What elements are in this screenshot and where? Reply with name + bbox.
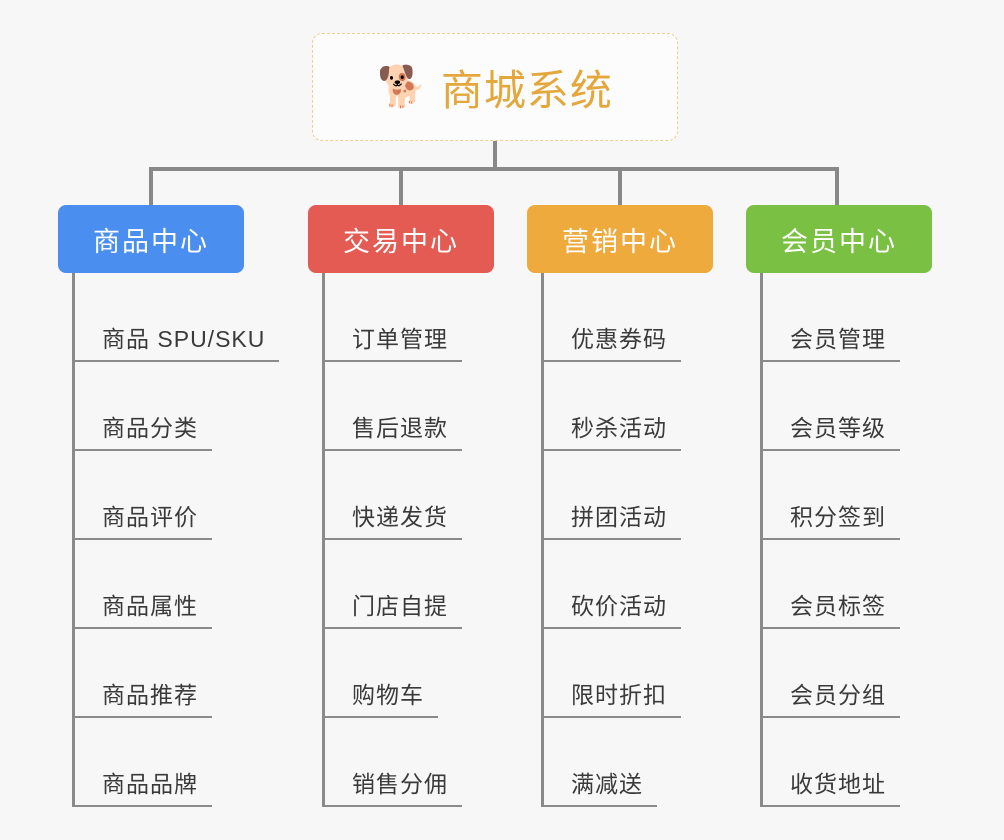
category-header-label: 商品中心 [93, 226, 209, 257]
leaf-label: 优惠券码 [571, 326, 667, 352]
leaf-label: 商品品牌 [102, 771, 198, 797]
list-item[interactable]: 购物车 [308, 629, 494, 718]
list-item[interactable]: 快递发货 [308, 451, 494, 540]
leaf-label: 门店自提 [352, 593, 448, 619]
list-item[interactable]: 商品推荐 [58, 629, 244, 718]
category-header-label: 营销中心 [562, 226, 678, 257]
leaf-group-trade: 订单管理 售后退款 快递发货 门店自提 购物车 销售分佣 [308, 273, 494, 807]
leaf-label: 拼团活动 [571, 504, 667, 530]
category-header-product[interactable]: 商品中心 [58, 205, 244, 273]
leaf-label: 收货地址 [790, 771, 886, 797]
shiba-dog-face-icon: 🐕 [377, 65, 427, 109]
leaf-label: 购物车 [352, 682, 424, 708]
leaf-label: 会员分组 [790, 682, 886, 708]
branch-column-member: 会员中心 会员管理 会员等级 积分签到 会员标签 会员分组 [746, 205, 932, 807]
leaf-label: 砍价活动 [571, 593, 667, 619]
category-header-label: 会员中心 [781, 226, 897, 257]
list-item[interactable]: 门店自提 [308, 540, 494, 629]
leaf-label: 商品推荐 [102, 682, 198, 708]
branch-column-trade: 交易中心 订单管理 售后退款 快递发货 门店自提 购物车 [308, 205, 494, 807]
leaf-label: 商品评价 [102, 504, 198, 530]
list-item[interactable]: 会员等级 [746, 362, 932, 451]
list-item[interactable]: 商品分类 [58, 362, 244, 451]
list-item[interactable]: 秒杀活动 [527, 362, 713, 451]
leaf-label: 商品 SPU/SKU [102, 326, 266, 352]
list-item[interactable]: 优惠券码 [527, 273, 713, 362]
leaf-label: 订单管理 [352, 326, 448, 352]
list-item[interactable]: 限时折扣 [527, 629, 713, 718]
category-header-marketing[interactable]: 营销中心 [527, 205, 713, 273]
list-item[interactable]: 商品属性 [58, 540, 244, 629]
branch-spine [322, 273, 325, 807]
leaf-group-marketing: 优惠券码 秒杀活动 拼团活动 砍价活动 限时折扣 满减送 [527, 273, 713, 807]
category-header-label: 交易中心 [343, 226, 459, 257]
leaf-label: 满减送 [571, 771, 643, 797]
list-item[interactable]: 会员标签 [746, 540, 932, 629]
leaf-label: 会员管理 [790, 326, 886, 352]
branch-spine [760, 273, 763, 807]
list-item[interactable]: 商品评价 [58, 451, 244, 540]
list-item[interactable]: 售后退款 [308, 362, 494, 451]
list-item[interactable]: 订单管理 [308, 273, 494, 362]
branch-column-product: 商品中心 商品 SPU/SKU 商品分类 商品评价 商品属性 商品推荐 [58, 205, 280, 807]
leaf-label: 秒杀活动 [571, 415, 667, 441]
leaf-label: 限时折扣 [571, 682, 667, 708]
branch-spine [72, 273, 75, 807]
category-header-member[interactable]: 会员中心 [746, 205, 932, 273]
list-item[interactable]: 商品品牌 [58, 718, 244, 807]
leaf-group-member: 会员管理 会员等级 积分签到 会员标签 会员分组 收货地址 [746, 273, 932, 807]
leaf-label: 积分签到 [790, 504, 886, 530]
branch-column-marketing: 营销中心 优惠券码 秒杀活动 拼团活动 砍价活动 限时折扣 [527, 205, 713, 807]
leaf-label: 商品属性 [102, 593, 198, 619]
drop-connector-1 [149, 167, 153, 207]
list-item[interactable]: 砍价活动 [527, 540, 713, 629]
leaf-label: 快递发货 [352, 504, 448, 530]
list-item[interactable]: 会员分组 [746, 629, 932, 718]
drop-connector-2 [399, 167, 403, 207]
list-item[interactable]: 商品 SPU/SKU [58, 273, 280, 362]
list-item[interactable]: 收货地址 [746, 718, 932, 807]
list-item[interactable]: 积分签到 [746, 451, 932, 540]
leaf-label: 售后退款 [352, 415, 448, 441]
drop-connector-4 [835, 167, 839, 207]
branch-spine [541, 273, 544, 807]
list-item[interactable]: 满减送 [527, 718, 713, 807]
leaf-label: 商品分类 [102, 415, 198, 441]
category-header-trade[interactable]: 交易中心 [308, 205, 494, 273]
horizontal-bus-connector [149, 167, 839, 171]
leaf-label: 会员等级 [790, 415, 886, 441]
drop-connector-3 [618, 167, 622, 207]
list-item[interactable]: 会员管理 [746, 273, 932, 362]
leaf-label: 销售分佣 [352, 771, 448, 797]
leaf-group-product: 商品 SPU/SKU 商品分类 商品评价 商品属性 商品推荐 商品品牌 [58, 273, 280, 807]
root-title: 商城系统 [440, 66, 613, 114]
list-item[interactable]: 销售分佣 [308, 718, 494, 807]
list-item[interactable]: 拼团活动 [527, 451, 713, 540]
root-node[interactable]: 🐕 商城系统 [312, 33, 678, 141]
root-connector-stub [493, 141, 497, 169]
leaf-label: 会员标签 [790, 593, 886, 619]
